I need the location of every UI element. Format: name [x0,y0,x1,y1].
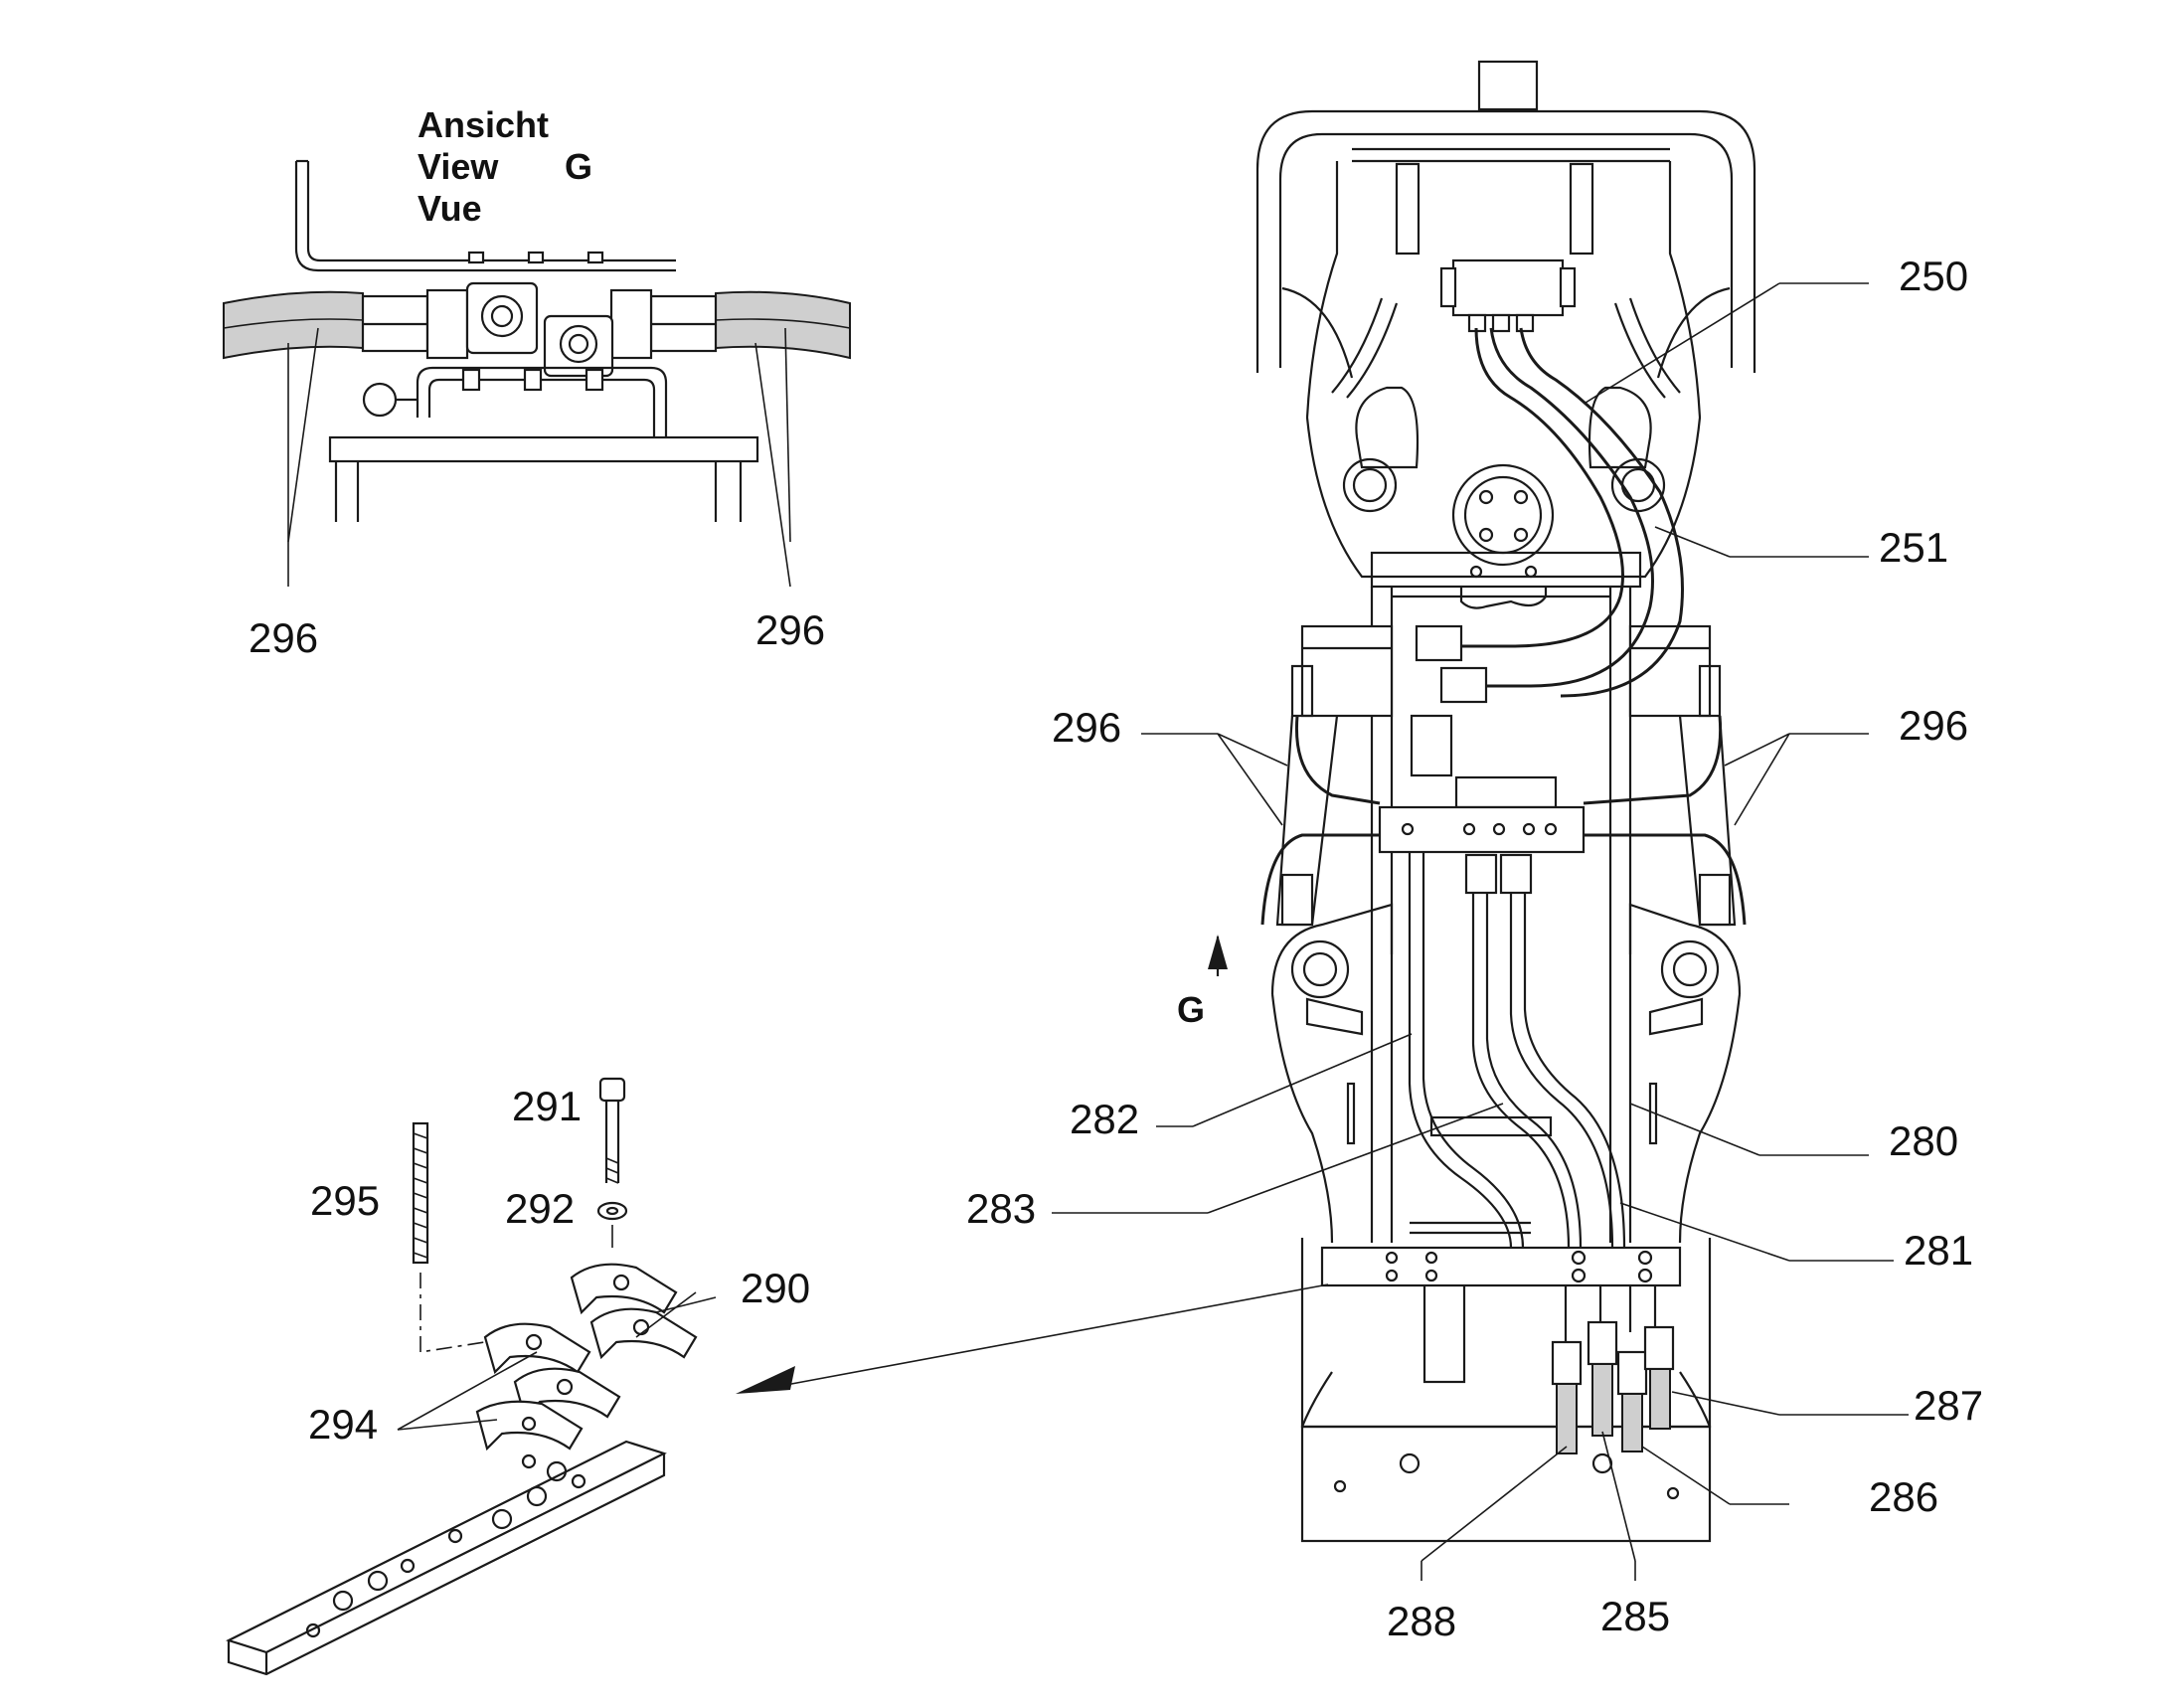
part-292: 292 [505,1185,575,1232]
part-294: 294 [308,1401,378,1448]
part-251: 251 [1879,524,1948,571]
part-285: 285 [1600,1593,1670,1639]
part-250: 250 [1899,253,1968,299]
part-296-main-left: 296 [1052,704,1121,751]
clamp-exploded-view [226,1077,717,1676]
direction-marker-g: G [1177,989,1205,1030]
part-288: 288 [1387,1598,1456,1644]
part-296-main-right: 296 [1899,702,1968,749]
part-287: 287 [1914,1382,1983,1429]
view-label-ansicht: Ansicht [418,104,549,145]
view-label-view: View [418,146,499,187]
part-296-view-right: 296 [755,606,825,653]
part-282: 282 [1070,1096,1139,1142]
part-280: 280 [1889,1117,1958,1164]
view-label-letter: G [565,146,592,187]
part-286: 286 [1869,1473,1938,1520]
part-291: 291 [512,1083,582,1129]
part-283: 283 [966,1185,1036,1232]
view-label-vue: Vue [418,188,482,229]
main-assembly [1255,60,1756,1543]
leader-lines [736,282,1909,1581]
part-281: 281 [1904,1227,1973,1274]
part-290: 290 [741,1265,810,1311]
part-295: 295 [310,1177,380,1224]
part-296-view-left: 296 [249,614,318,661]
view-g-detail [223,159,851,588]
